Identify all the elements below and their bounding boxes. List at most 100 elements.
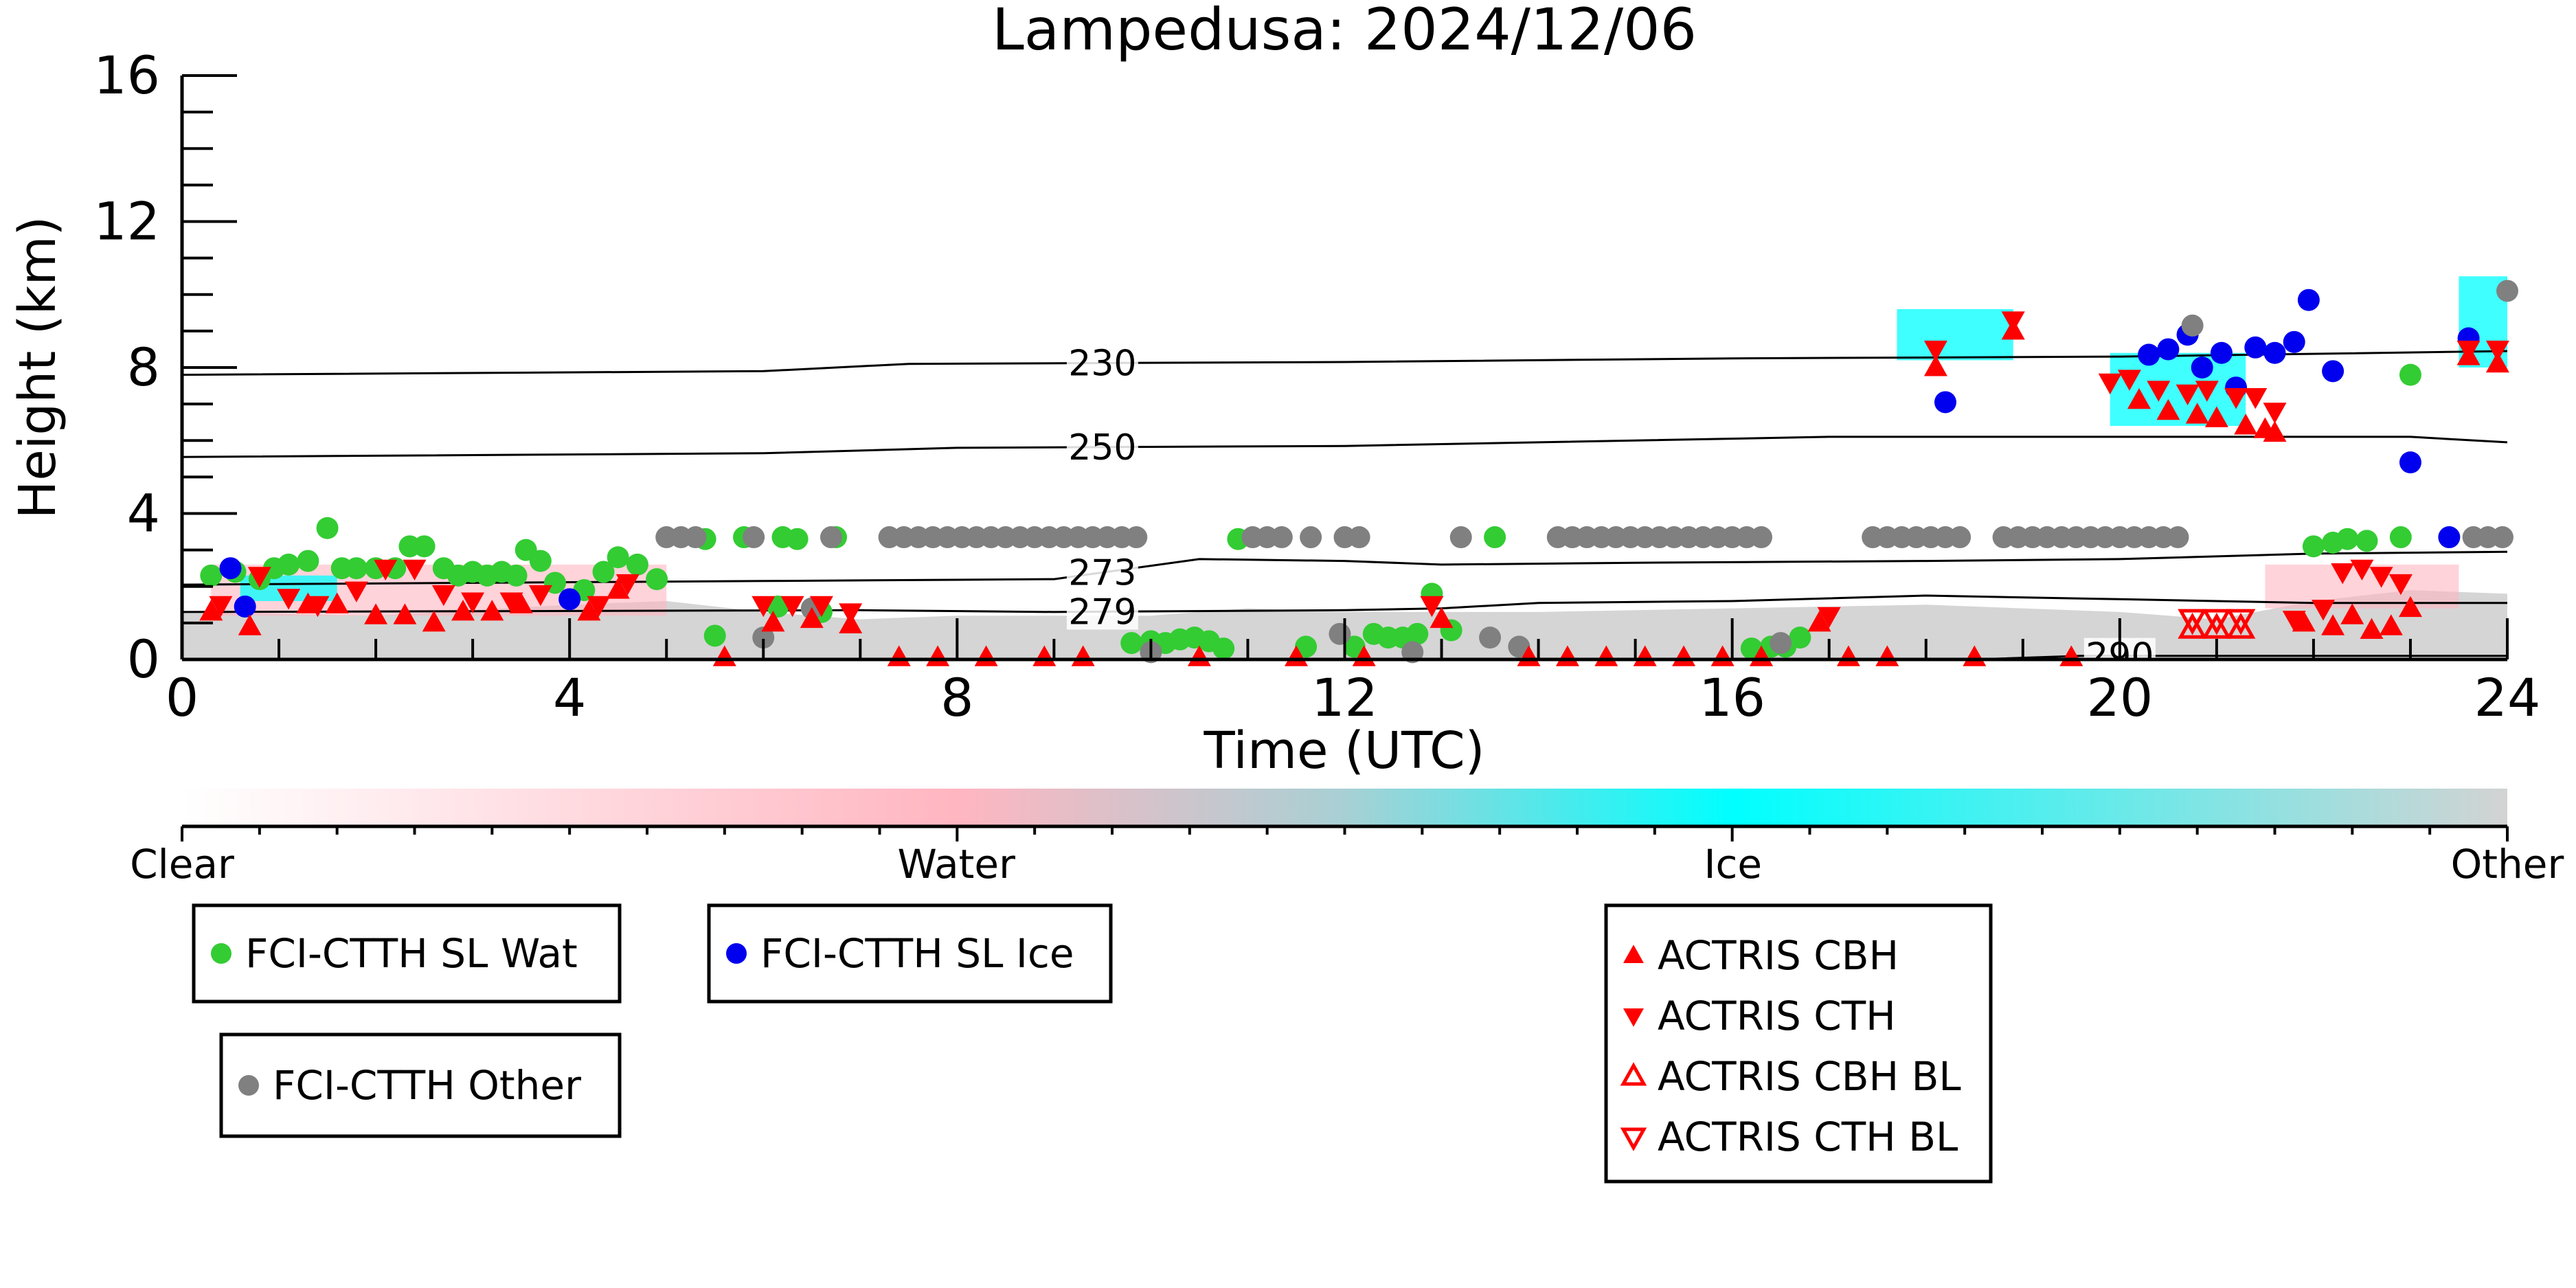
legend-other: FCI-CTTH Other: [219, 1032, 622, 1138]
fci-ctth-sl-wat-point: [626, 553, 648, 576]
fci-ctth-sl-wat-point: [2399, 363, 2421, 386]
fci-ctth-sl-ice-point: [234, 595, 256, 618]
fci-ctth-other-point: [1508, 635, 1530, 658]
actris-cbh-bl-legend-marker: [1620, 1062, 1647, 1086]
actris-cbh-point: [2127, 388, 2151, 409]
fci-ctth-other-point: [820, 526, 842, 549]
fci-ctth-sl-wat-point: [1406, 622, 1429, 645]
fci-ctth-other-point: [1479, 626, 1502, 649]
x-tick-label: 0: [166, 667, 199, 728]
actris-cth-point: [374, 559, 398, 580]
fci-ctth-other-point: [752, 626, 775, 649]
fci-ctth-sl-wat-point: [1343, 635, 1366, 658]
fci-ctth-other-legend-label: FCI-CTTH Other: [273, 1062, 581, 1109]
fci-ctth-sl-wat-point: [607, 546, 629, 569]
fci-ctth-sl-wat-point: [1212, 637, 1235, 660]
fci-ctth-sl-wat-point: [1120, 632, 1143, 655]
x-tick-label: 12: [1311, 667, 1378, 728]
actris-cth-point: [1420, 596, 1444, 618]
fci-ctth-sl-wat-point: [2389, 526, 2412, 549]
actris-cth-point: [403, 559, 427, 580]
actris-cbh-legend-marker: [1623, 945, 1644, 963]
fci-ctth-sl-wat-point: [703, 624, 726, 647]
contour-230: [182, 350, 2507, 376]
fci-ctth-other-point: [1270, 526, 1293, 549]
fci-ctth-sl-ice-point: [2438, 526, 2461, 549]
actris-cbh-point: [2234, 414, 2258, 435]
actris-cbh-point: [1923, 355, 1947, 376]
actris-cth-point: [499, 592, 523, 613]
fci-ctth-sl-ice-point: [2138, 343, 2160, 366]
actris-cbh-point: [577, 600, 601, 621]
colorbar-label-clear: Clear: [130, 841, 234, 888]
actris-cth-point: [2485, 340, 2509, 362]
actris-cbh-point: [2360, 618, 2384, 639]
actris-cth-point: [2263, 403, 2287, 424]
actris-cbh-point: [2263, 420, 2287, 442]
y-tick-label: 0: [127, 629, 160, 690]
actris-cbh-bl-point: [2226, 612, 2256, 639]
actris-cth-point: [2331, 563, 2355, 585]
fci-ctth-sl-wat-point: [505, 564, 528, 587]
actris-cth-point: [2117, 370, 2141, 391]
fci-ctth-sl-wat-point: [2355, 530, 2378, 552]
fci-ctth-other-point: [1949, 526, 1971, 549]
actris-cth-point: [752, 596, 776, 618]
actris-cth-point: [2350, 559, 2374, 580]
actris-cbh-point: [422, 611, 446, 632]
actris-cth-point: [1923, 340, 1947, 362]
legend-wat: FCI-CTTH SL Wat: [192, 903, 622, 1004]
actris-cth-point: [306, 596, 330, 618]
fci-ctth-sl-wat-point: [297, 550, 319, 572]
actris-cbh-point: [199, 600, 223, 621]
fci-ctth-other-point: [1770, 632, 1792, 655]
fci-ctth-sl-wat-point: [413, 535, 436, 558]
fci-ctth-other-point: [1401, 641, 1424, 664]
fci-ctth-sl-ice-point: [1934, 391, 1956, 414]
fci-ctth-sl-ice-point: [2283, 330, 2305, 353]
actris-cth-point: [2456, 340, 2481, 362]
fci-ctth-sl-ice-legend-marker: [726, 943, 747, 964]
fci-ctth-sl-wat-point: [646, 568, 668, 591]
actris-cbh-point: [364, 603, 388, 624]
colorbar-label-ice: Ice: [1704, 841, 1762, 888]
actris-cbh-legend-label: ACTRIS CBH: [1658, 932, 1899, 979]
actris-cbh-point: [2156, 398, 2180, 420]
x-tick-label: 16: [1699, 667, 1765, 728]
y-tick-label: 16: [93, 45, 160, 106]
actris-cth-point: [615, 574, 640, 596]
fci-ctth-sl-wat-point: [786, 528, 809, 550]
fci-ctth-other-point: [684, 526, 707, 549]
mask-ice: [2110, 352, 2246, 426]
legend-actris-frame: [1604, 903, 1993, 1184]
actris-cth-point: [809, 596, 833, 618]
actris-cbh-point: [2204, 406, 2228, 427]
actris-cbh-point: [800, 607, 824, 629]
fci-ctth-other-point: [2167, 526, 2189, 549]
actris-cth-point: [344, 581, 368, 602]
actris-cth-point: [277, 589, 301, 610]
fci-ctth-sl-wat-legend-marker: [211, 943, 231, 964]
x-tick-label: 20: [2086, 667, 2153, 728]
actris-cbh-bl-point: [2178, 612, 2207, 639]
fci-ctth-sl-ice-point: [2157, 338, 2180, 361]
actris-cbh-point: [2321, 614, 2345, 635]
actris-cbh-point: [451, 600, 475, 621]
actris-cbh-point: [2485, 351, 2509, 373]
fci-ctth-other-point: [2496, 280, 2518, 302]
actris-cth-point: [431, 585, 455, 607]
fci-ctth-sl-ice-point: [219, 557, 242, 580]
colorbar-label-water: Water: [897, 841, 1015, 888]
actris-cbh-point: [2340, 603, 2364, 624]
mask-ice: [1897, 309, 2013, 361]
fci-ctth-other-point: [2181, 314, 2204, 337]
actris-cbh-point: [1430, 607, 1454, 629]
actris-cth-legend-label: ACTRIS CTH: [1658, 993, 1896, 1039]
fci-ctth-sl-ice-point: [2297, 289, 2320, 311]
fci-ctth-sl-ice-point: [2210, 341, 2233, 364]
fci-ctth-sl-wat-point: [278, 553, 300, 576]
actris-cbh-point: [2379, 614, 2403, 635]
